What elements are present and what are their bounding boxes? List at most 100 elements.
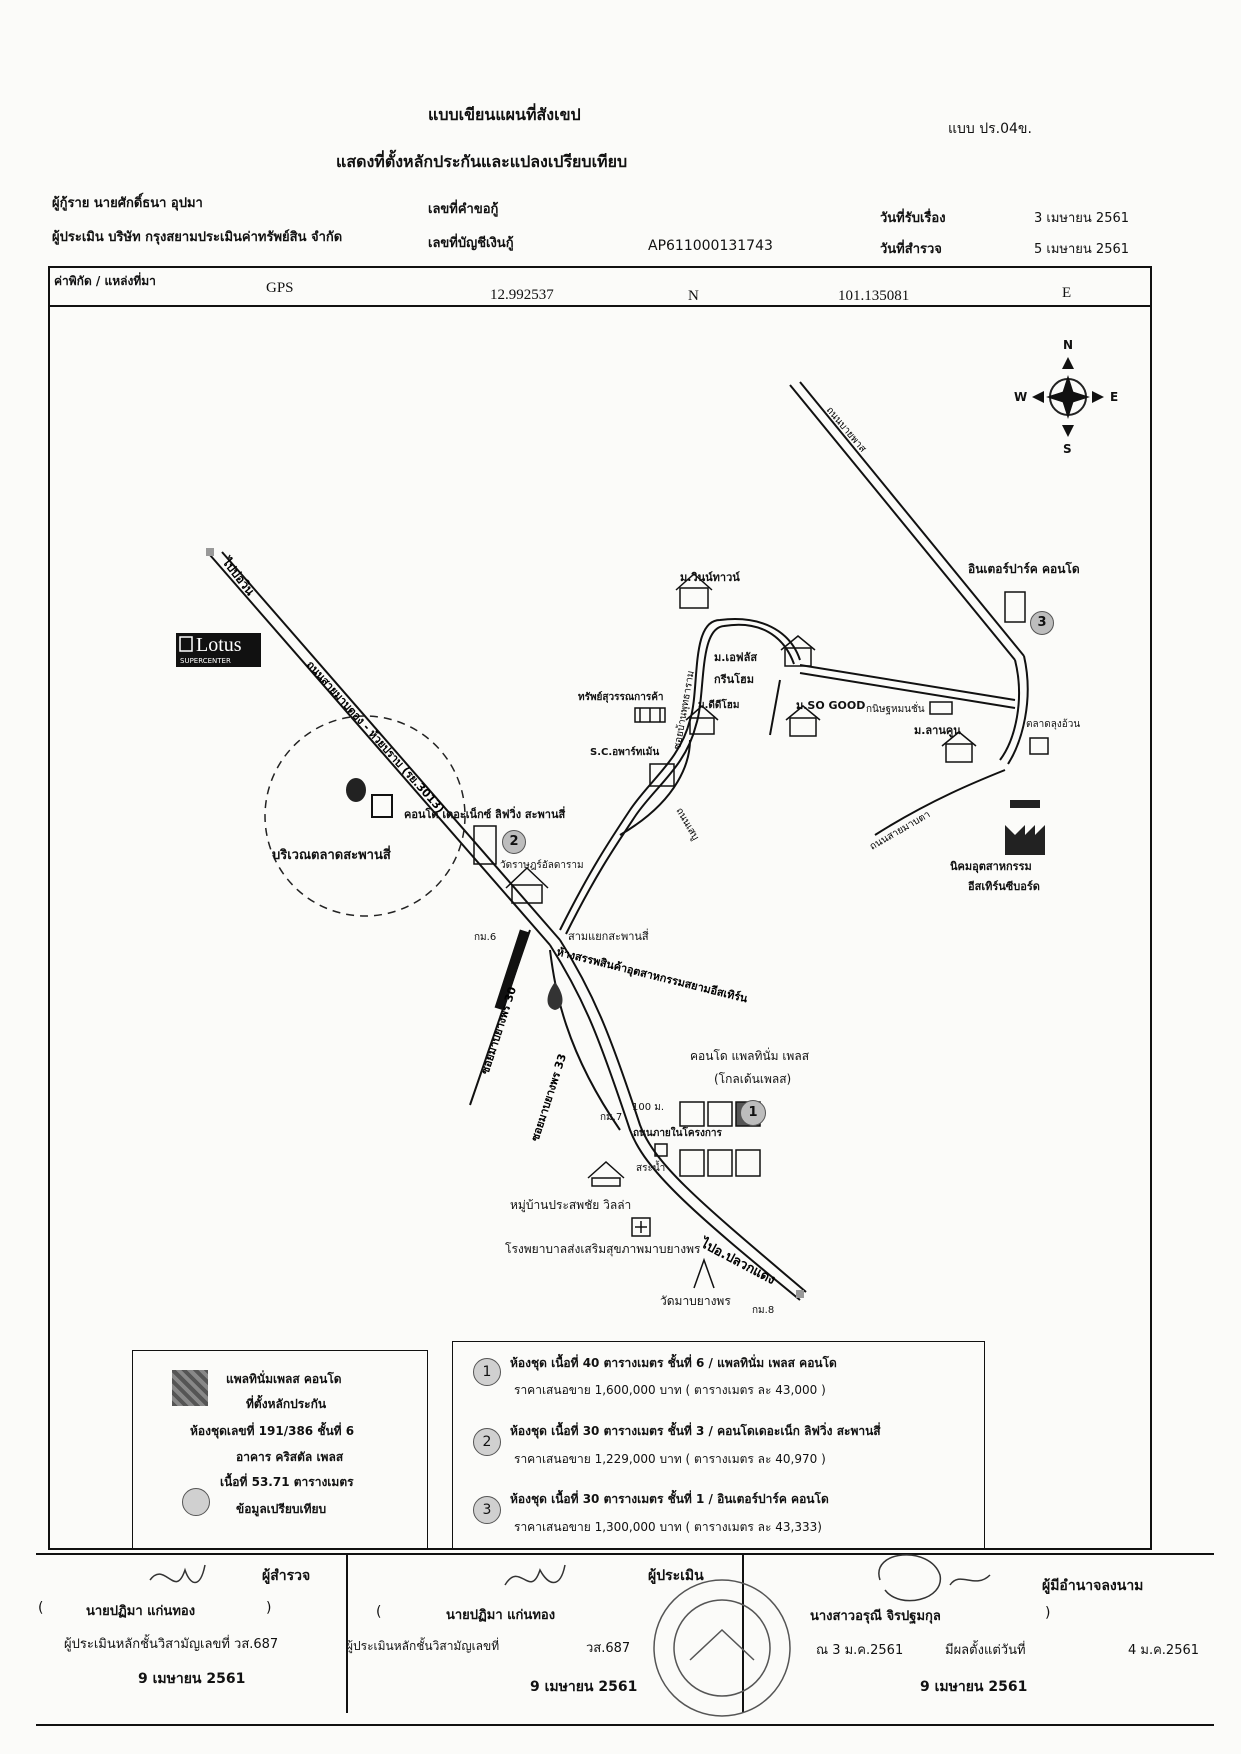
appraiser-license: ผู้ประเมินหลักชั้นวิสามัญเลขที่ (346, 1639, 500, 1653)
surveyor-signature (149, 1564, 206, 1584)
footer-divider-2 (742, 1553, 744, 1713)
shrine-icon (371, 794, 393, 818)
soi-33-road (549, 949, 621, 1131)
soi-30-road (469, 929, 531, 1106)
appraiser-label: ผู้ประเมิน บริษัท กรุงสยามประเมินค่าทรัพ… (52, 230, 343, 245)
label-distance: 100 ม. (632, 1102, 665, 1113)
label-green-home: กรีนโฮม (714, 673, 754, 686)
sc-apartment-icon (649, 763, 675, 787)
interpark-icon (1004, 591, 1026, 623)
village-icon (587, 1160, 625, 1187)
hospital-icon (631, 1217, 651, 1237)
appraiser-license-no: วส.687 (586, 1641, 631, 1656)
form-code: แบบ ปร.04ข. (948, 121, 1032, 137)
label-hospital: โรงพยาบาลส่งเสริมสุขภาพมาบยางพร (505, 1242, 701, 1256)
label-condo-1-sub: (โกลเด้นเพลส) (714, 1072, 792, 1086)
east-road (769, 664, 1016, 736)
legend-comparables-box (452, 1341, 985, 1549)
compass-icon (1032, 357, 1104, 437)
compass-s: S (1063, 442, 1072, 456)
bypass-road (874, 769, 1006, 836)
map-frame (48, 266, 1152, 1550)
label-sc-apartment: S.C.อพาร์ทเม้น (590, 747, 660, 758)
account-no-label: เลขที่บัญชีเงินกู้ (428, 236, 514, 251)
north-road (789, 381, 1029, 765)
compass-e: E (1110, 390, 1119, 404)
title-line-2: แสดงที่ตั้งหลักประกันและแปลงเปรียบเทียบ (336, 152, 628, 171)
coords-lat: 12.992537 (490, 287, 554, 303)
guesthouse-icon (929, 701, 953, 715)
survey-date: 5 เมษายน 2561 (1034, 242, 1130, 257)
compass-w: W (1014, 390, 1028, 404)
borrower-label: ผู้กู้ราย นายศักดิ์ธนา อุปมา (52, 196, 203, 211)
appraiser-name: นายปฏิมา แก่นทอง (446, 1608, 556, 1623)
market-area-circle (264, 715, 466, 917)
label-temple-1: วัดราษฎร์อัลดาราม (500, 860, 584, 871)
signer-valid: ณ 3 ม.ค.2561 (816, 1643, 904, 1658)
received-date: 3 เมษายน 2561 (1034, 211, 1130, 226)
appraiser-signature (504, 1564, 566, 1586)
comparable-2-badge: 2 (473, 1428, 501, 1456)
label-temple-2: วัดมาบยางพร (660, 1294, 731, 1308)
legend-subject-line-1: แพลทินั่มเพลส คอนโด (226, 1372, 342, 1386)
condo-2-icon (473, 825, 497, 865)
label-estate: นิคมอุตสาหกรรม (950, 860, 1032, 873)
comparable-2-marker: 2 (502, 830, 526, 854)
gold-shop-icon (634, 707, 666, 723)
temple-icon-2 (693, 1257, 715, 1289)
comparable-3-line-2: ราคาเสนอขาย 1,300,000 บาท ( ตารางเมตร ละ… (514, 1520, 822, 1534)
comparable-3-line-1: ห้องชุด เนื้อที่ 30 ตารางเมตร ชั้นที่ 1 … (510, 1492, 829, 1506)
signer-effective: มีผลตั้งแต่วันที่ (945, 1643, 1026, 1658)
lotus-logo (176, 633, 261, 667)
coords-label: ค่าพิกัด / แหล่งที่มา (54, 274, 156, 288)
title-line-1: แบบเขียนแผนที่สังเขป (428, 105, 581, 124)
label-km7: กม.7 (600, 1112, 623, 1123)
side-lane (619, 739, 691, 836)
road-end-marker (796, 1290, 804, 1298)
comparable-1-line-2: ราคาเสนอขาย 1,600,000 บาท ( ตารางเมตร ละ… (514, 1383, 826, 1397)
legend-subject-line-4: อาคาร คริสตัล เพลส (236, 1450, 344, 1464)
coords-lon-dir: E (1062, 285, 1072, 301)
surveyor-role: ผู้สำรวจ (262, 1568, 311, 1584)
legend-subject-line-3: ห้องชุดเลขที่ 191/386 ชั้นที่ 6 (190, 1424, 355, 1438)
company-seal (653, 1579, 791, 1717)
comparable-2-line-2: ราคาเสนอขาย 1,229,000 บาท ( ตารางเมตร ละ… (514, 1452, 826, 1466)
label-pond: สระน้ำ (636, 1163, 666, 1174)
label-evolve: ม.เอฟลัส (714, 651, 758, 664)
coords-lat-dir: N (688, 288, 699, 304)
house-icon-winnie (675, 572, 713, 609)
comparable-2-line-1: ห้องชุด เนื้อที่ 30 ตารางเมตร ชั้นที่ 3 … (510, 1424, 881, 1438)
legend-subject-line-2: ที่ตั้งหลักประกัน (246, 1397, 327, 1411)
coords-source: GPS (266, 280, 294, 296)
survey-label: วันที่สำรวจ (880, 242, 942, 257)
house-icon-evolve (780, 635, 816, 667)
surveyor-name: นายปฏิมา แก่นทอง (86, 1604, 196, 1619)
footer-top-rule (36, 1553, 1214, 1555)
surveyor-paren-open: ( (38, 1600, 44, 1616)
gas-drop-icon (547, 982, 563, 1010)
signer-signature (878, 1554, 991, 1602)
appraiser-paren-open: ( (376, 1604, 382, 1620)
signer-role: ผู้มีอำนาจลงนาม (1042, 1578, 1144, 1594)
house-icon-lanna (941, 731, 977, 763)
bag-icon (346, 778, 366, 802)
lotus-text: Lotus (196, 634, 242, 656)
label-guesthouse: กนิษฐหมนชั่น (866, 704, 925, 715)
label-village: หมู่บ้านประสพชัย วิลล่า (510, 1198, 632, 1212)
request-no-label: เลขที่คำขอกู้ (428, 202, 499, 217)
footer-bottom-rule (36, 1724, 1214, 1726)
label-so-good: ม.SO GOOD (796, 699, 866, 712)
label-project-road: ถนนภายในโครงการ (633, 1128, 722, 1139)
account-no: AP611000131743 (648, 238, 773, 254)
compare-swatch (182, 1488, 210, 1516)
label-condo-2: คอนโด เดอะเน็กซ์ ลิฟวิ่ง สะพานสี่ (404, 808, 566, 821)
comparable-1-badge: 1 (473, 1358, 501, 1386)
coords-lon: 101.135081 (838, 288, 910, 304)
main-road (209, 551, 561, 946)
footer-divider-1 (346, 1553, 348, 1713)
label-winnie-town: ม.วินน์ทาวน์ (680, 571, 740, 584)
appraiser-role: ผู้ประเมิน (648, 1568, 704, 1584)
signer-name: นางสาวอรุณี จิรปฐมกุล (810, 1609, 941, 1624)
factory-icon (1005, 800, 1045, 855)
